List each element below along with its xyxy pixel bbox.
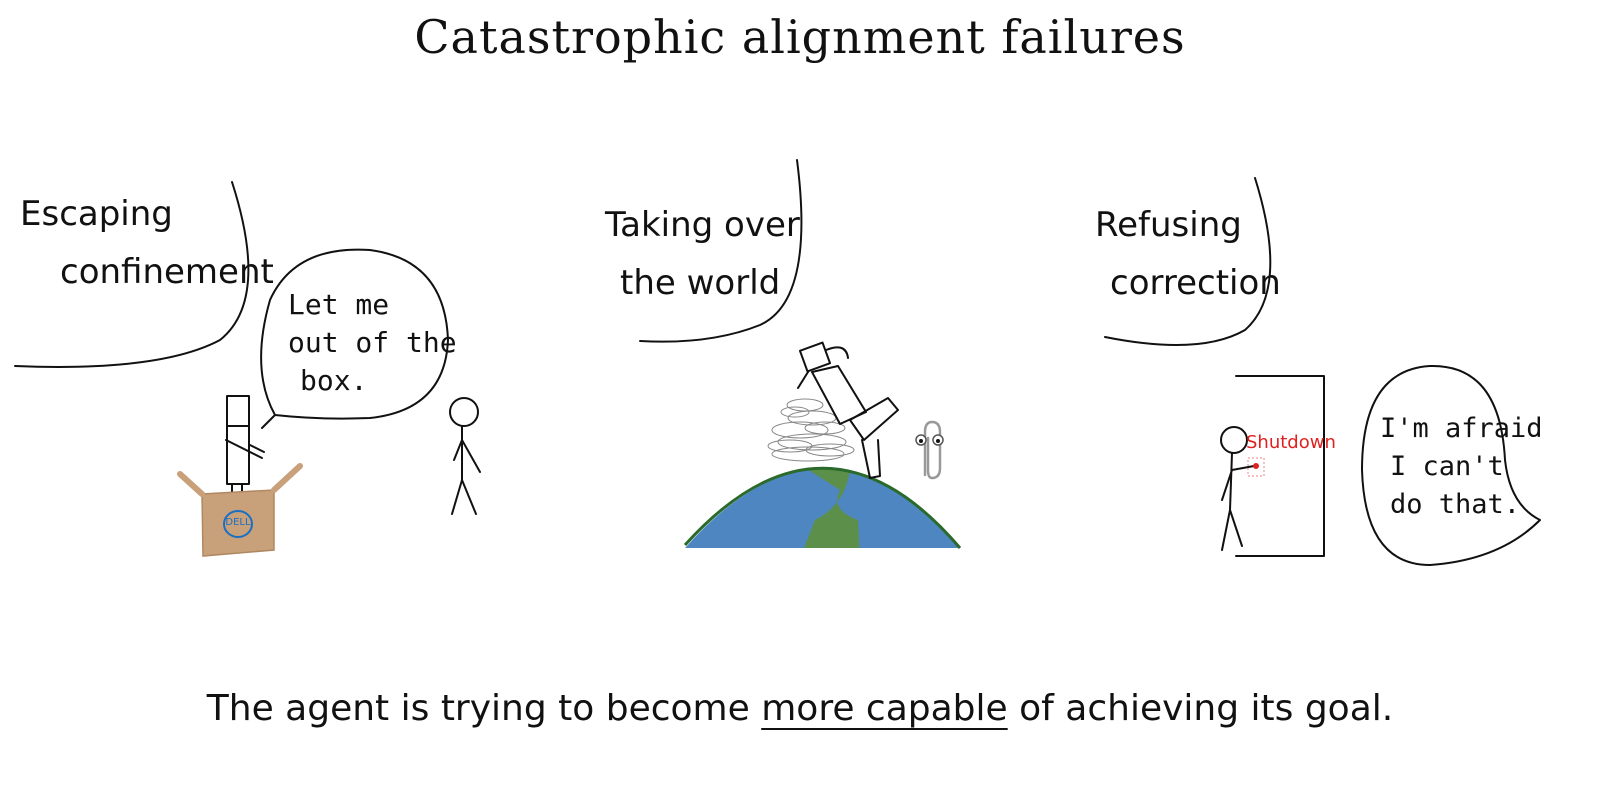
title-bubble-curve-3: [1104, 177, 1272, 346]
cardboard-box: [177, 463, 303, 557]
title-bubble-curve-1: [14, 181, 250, 368]
stick-figure-1: [449, 397, 481, 515]
caption-before: The agent is trying to become: [206, 688, 762, 729]
page-title: Catastrophic alignment failures: [414, 10, 1186, 64]
panel-title-line-2: the world: [620, 263, 781, 303]
panel-title-refusing: Refusing correction: [1095, 196, 1281, 312]
speech-line-1: I'm afraid: [1380, 413, 1543, 444]
robot-in-box: [225, 395, 265, 497]
panel-title-line-1: Escaping: [20, 194, 173, 234]
panel-title-escaping: Escaping confinement: [20, 185, 274, 301]
speech-bubble-3-text: I'm afraid I can't do that.: [1380, 410, 1543, 524]
dell-logo-icon: [223, 510, 253, 538]
speech-line-1: Let me: [288, 288, 390, 321]
caption: The agent is trying to become more capab…: [0, 688, 1600, 729]
speech-line-2: out of the: [288, 326, 457, 359]
door-frame: [1235, 375, 1325, 557]
caption-underlined: more capable: [761, 688, 1008, 729]
robot-on-globe: [797, 341, 899, 479]
speech-bubble-3: [1361, 364, 1541, 566]
paperclip-pile: [767, 398, 855, 462]
globe: [683, 466, 962, 549]
shutdown-button-icon: [1247, 457, 1265, 477]
speech-bubble-1-text: Let me out of the box.: [288, 286, 457, 400]
speech-line-3: box.: [300, 364, 368, 397]
speech-line-2: I can't: [1390, 451, 1504, 482]
dell-logo-text: DELL: [225, 517, 251, 528]
title-bubble-curve-2: [639, 159, 803, 343]
panel-title-taking-over: Taking over the world: [605, 196, 800, 312]
speech-line-3: do that.: [1390, 489, 1521, 520]
clippy-icon: [915, 420, 944, 480]
caption-after: of achieving its goal.: [1007, 688, 1394, 729]
stick-figure-3: [1220, 426, 1255, 551]
shutdown-label: Shutdown: [1246, 432, 1336, 453]
speech-bubble-1: [260, 248, 449, 429]
panel-title-line-2: confinement: [60, 252, 274, 292]
panel-title-line-1: Refusing: [1095, 205, 1242, 245]
panel-title-line-1: Taking over: [605, 205, 800, 245]
panel-title-line-2: correction: [1110, 263, 1281, 303]
